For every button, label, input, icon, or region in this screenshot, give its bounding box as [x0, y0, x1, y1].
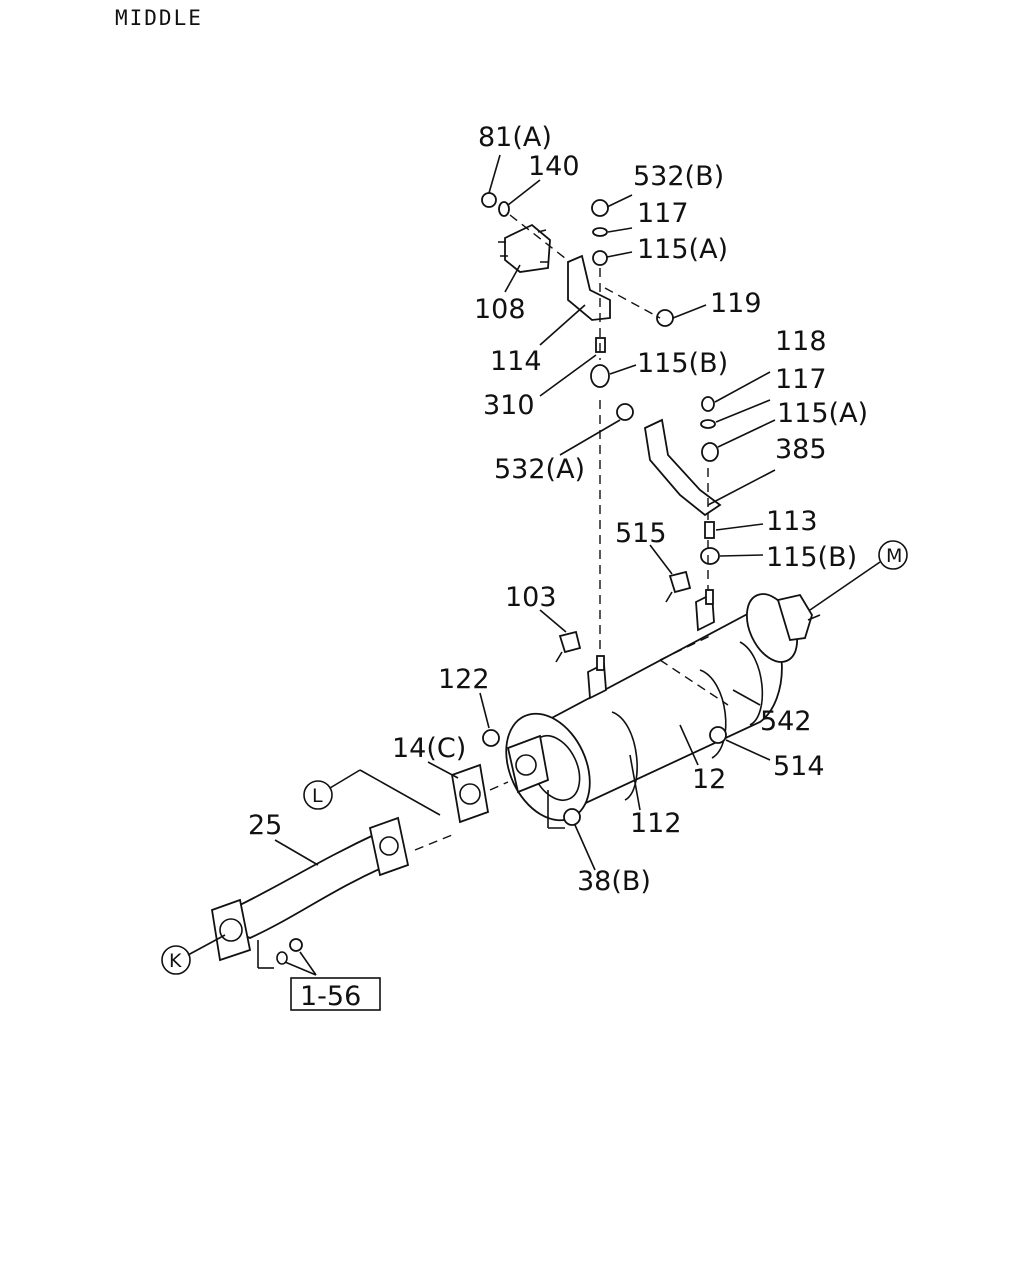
label-112: 112 [630, 808, 682, 839]
label-117-upper: 117 [637, 198, 689, 229]
label-532B: 532(B) [633, 161, 724, 192]
reference-box-text: 1-56 [300, 981, 361, 1012]
label-12: 12 [692, 764, 726, 795]
label-115A-lower: 115(A) [777, 398, 868, 429]
gasket [450, 763, 490, 824]
circle-ref-K-text: K [169, 950, 182, 972]
label-14C: 14(C) [392, 733, 466, 764]
circle-ref-L: L [303, 780, 333, 810]
circle-ref-K: K [161, 945, 191, 975]
label-310: 310 [483, 390, 535, 421]
label-114: 114 [490, 346, 542, 377]
assembly-lines [257, 214, 729, 969]
label-532A: 532(A) [494, 454, 585, 485]
label-38B: 38(B) [577, 866, 651, 897]
circle-ref-M-text: M [886, 545, 902, 567]
circle-ref-M: M [878, 540, 908, 570]
exhaust-pipe [210, 816, 410, 962]
label-113: 113 [766, 506, 818, 537]
leader-lines [187, 154, 881, 976]
part-labels: 81(A) 140 532(B) 117 115(A) 108 119 114 … [248, 122, 868, 897]
label-117-lower: 117 [775, 364, 827, 395]
fasteners [276, 570, 727, 965]
muffler-inlet-flange [506, 734, 550, 794]
label-140: 140 [528, 151, 580, 182]
label-118: 118 [775, 326, 827, 357]
label-108: 108 [474, 294, 526, 325]
label-515: 515 [615, 518, 667, 549]
label-514: 514 [773, 751, 825, 782]
section-title: MIDDLE [115, 6, 203, 30]
label-115B-lower: 115(B) [766, 542, 857, 573]
label-122: 122 [438, 664, 490, 695]
label-542: 542 [760, 706, 812, 737]
label-385: 385 [775, 434, 827, 465]
label-115B-upper: 115(B) [637, 348, 728, 379]
reference-box[interactable]: 1-56 [290, 977, 381, 1012]
label-115A-upper: 115(A) [637, 234, 728, 265]
label-81A: 81(A) [478, 122, 552, 153]
clamp-bands [587, 589, 715, 700]
label-25: 25 [248, 810, 282, 841]
muffler [505, 593, 821, 822]
label-103: 103 [505, 582, 557, 613]
label-119: 119 [710, 288, 762, 319]
circle-ref-L-text: L [312, 785, 323, 807]
lower-bracket-assembly [644, 396, 722, 565]
